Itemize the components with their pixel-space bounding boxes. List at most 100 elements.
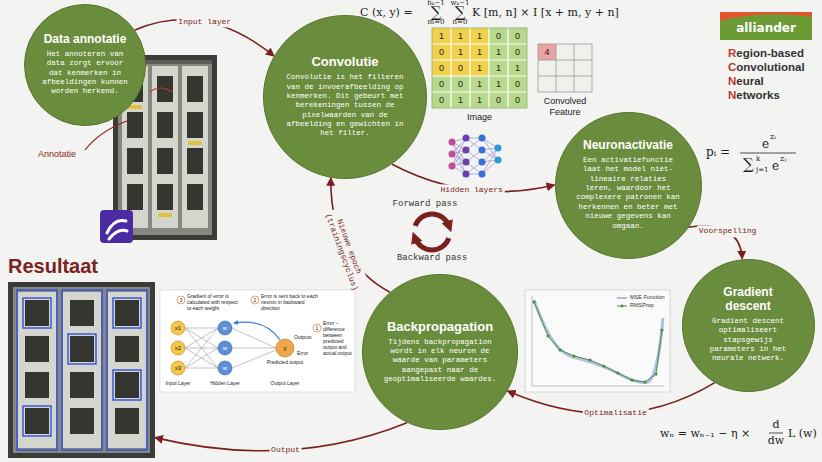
callout-number: 3: [180, 297, 183, 303]
legend-text: MSE Function: [630, 295, 665, 301]
result-photo: [8, 282, 155, 458]
sum-sign: ∑: [431, 5, 442, 20]
formula-exponent: zᵢ: [770, 133, 776, 141]
image-caption: Image: [467, 112, 492, 123]
network-icon: [463, 159, 470, 166]
backprop-figure: [171, 361, 185, 375]
backprop-figure: [251, 296, 259, 304]
feature-grid: [538, 44, 592, 92]
grid-cell: 1: [458, 48, 463, 57]
input-grid: [432, 28, 527, 108]
grid-cell: 0: [515, 48, 520, 57]
logo-text: alliander: [736, 22, 796, 34]
node-text: ConvolutieConvolutie is het filteren van…: [285, 55, 405, 139]
result-photo: [23, 406, 51, 436]
node-heading: Backpropagation: [383, 320, 497, 335]
grid-cell: 1: [439, 32, 444, 41]
cabinet-photo: [187, 112, 203, 138]
node-heading: Resultaat: [8, 254, 155, 278]
cabinet-photo: [157, 112, 173, 138]
result-photo: [17, 290, 147, 450]
cycle-arrows: [415, 214, 449, 226]
result-photo: [115, 372, 139, 398]
neuron-label: w: [223, 345, 227, 351]
brand-line: Convolutional: [728, 62, 805, 74]
pass-label: Backward pass: [397, 254, 467, 263]
result-photo: [70, 408, 94, 434]
grid-cell: 1: [458, 96, 463, 105]
layer-label: Input Layer: [165, 380, 190, 386]
loss-chart: [525, 290, 670, 392]
node-text: BackpropagationTijdens backpropagation w…: [383, 320, 497, 385]
edge-label: Nieuwe epoch (trainingscyclus): [322, 206, 369, 288]
formula-text: K [m, n] × I [x + m, y + n]: [472, 7, 619, 18]
note-text: Error is sent back to each neuron in bac…: [261, 293, 323, 311]
node-body: Convolutie is het filteren van de invoer…: [285, 73, 405, 139]
node-heading: Data annotatie: [39, 33, 131, 47]
loss-chart: [630, 378, 633, 381]
company-logo: [720, 12, 812, 40]
process-circle: Gradient descentGradient descent optimal…: [682, 259, 815, 392]
grid-cell: 0: [439, 64, 444, 73]
cabinet-photo: [127, 148, 143, 174]
cabinet-photo: [128, 105, 202, 217]
network-icon: [463, 147, 470, 154]
network-icon: [495, 157, 502, 164]
backprop-figure: [218, 361, 232, 375]
process-circle: ConvolutieConvolutie is het filteren van…: [263, 15, 427, 179]
process-circle: Data annotatieHet annoteren van data zor…: [24, 4, 146, 126]
node-body: Een activatiefunctie laat het model niet…: [576, 156, 680, 231]
grid-cell: 0: [515, 96, 520, 105]
cabinet-photo: [187, 76, 203, 102]
feature-grid: [538, 44, 592, 92]
legend-text: RMSProp: [630, 303, 654, 309]
neuron-label: x3: [175, 365, 181, 371]
brand-line: Region-based: [728, 48, 804, 60]
loss-chart: [532, 296, 664, 386]
sum-limit: j=1: [756, 167, 769, 174]
formula-text: d: [772, 419, 779, 430]
cabinet-photo: [127, 112, 143, 138]
sum-limit: n=0: [453, 19, 468, 26]
annotation-label: Annotatie: [38, 150, 76, 159]
note-text: Error – difference between predicted out…: [323, 320, 353, 356]
company-logo: [720, 12, 812, 40]
result-photo: [107, 290, 147, 450]
grid-cell: 1: [496, 48, 501, 57]
backprop-figure: [218, 321, 232, 335]
network-icon: [463, 135, 470, 142]
loss-chart: [660, 328, 663, 331]
loss-chart: [532, 300, 535, 303]
node-text: Gradient descentGradient descent optimal…: [699, 286, 797, 363]
sum-sign: ∑: [455, 5, 466, 20]
cabinet-photo: [187, 148, 203, 174]
backprop-figure: [171, 321, 185, 375]
backprop-figure: [160, 290, 355, 392]
cabinet-photo: [182, 66, 208, 228]
app-logo: [100, 210, 133, 243]
grid-cell: 1: [515, 64, 520, 73]
loss-chart: [534, 302, 662, 382]
loss-chart: [588, 358, 591, 361]
network-icon: [479, 147, 486, 154]
network-icon: [449, 163, 456, 170]
cycle-arrows: [415, 238, 449, 250]
cabinet-photo: [187, 184, 203, 210]
result-photo: [108, 292, 146, 448]
grid-cell: 0: [496, 32, 501, 41]
result-photo: [70, 336, 94, 362]
neuron-label: x1: [175, 325, 181, 331]
brand-line: Networks: [728, 90, 780, 102]
edge-label: Hidden layers: [438, 184, 504, 195]
node-body: Het annoteren van data zorgt ervoor dat …: [39, 50, 131, 97]
backprop-figure: [218, 341, 232, 355]
cabinet-photo: [127, 76, 203, 210]
loss-chart: [546, 334, 549, 337]
feature-grid: [538, 44, 556, 60]
node-body: Tijdens backpropagation wordt in elk neu…: [383, 338, 497, 385]
network-icon: [452, 138, 498, 174]
neuron-label: x2: [175, 345, 181, 351]
output-note: Outputs: [294, 334, 312, 340]
grid-cell: 0: [458, 64, 463, 73]
